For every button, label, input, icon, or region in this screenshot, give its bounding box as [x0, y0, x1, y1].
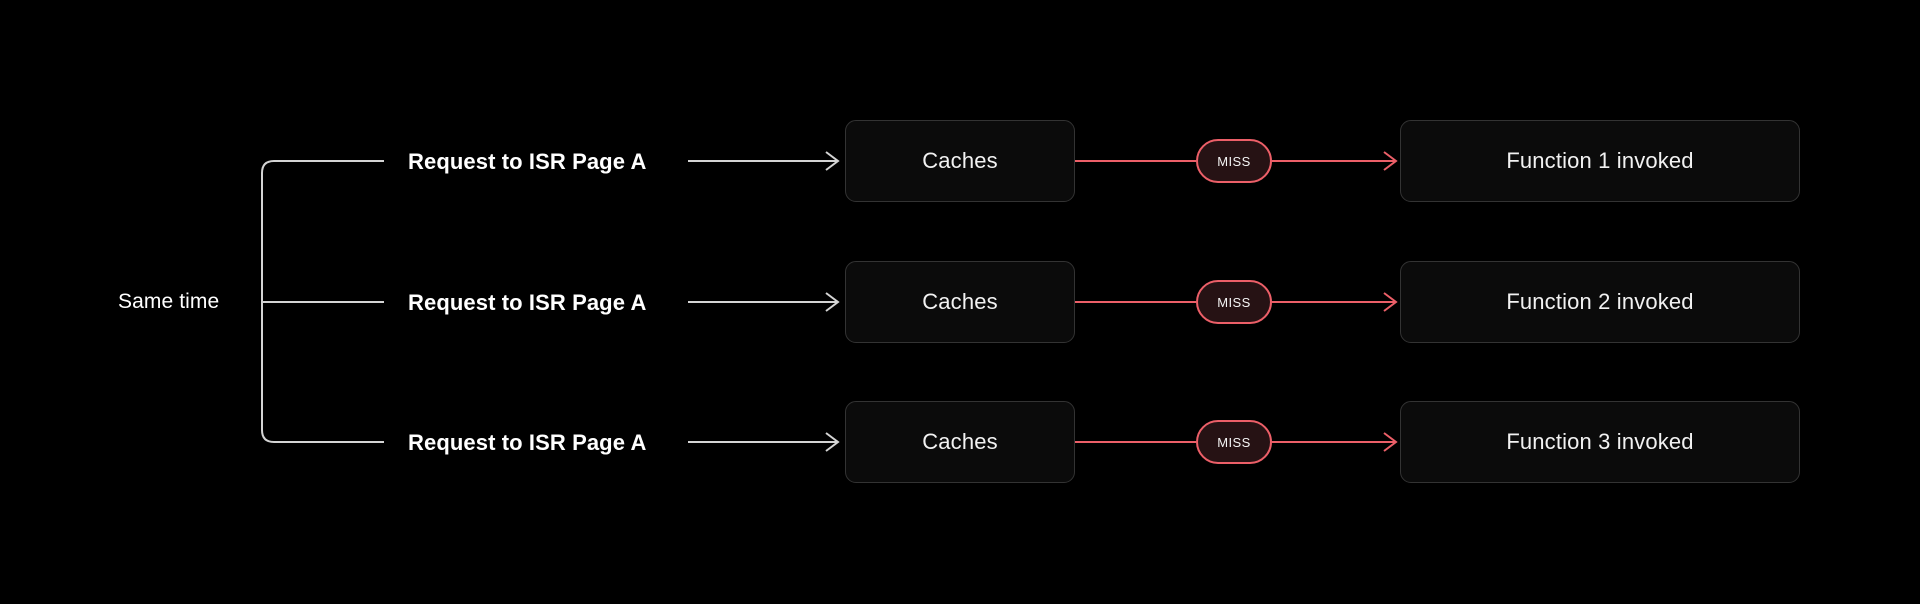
cache-box-label-3: Caches: [922, 429, 998, 454]
function-box-label-3: Function 3 invoked: [1506, 429, 1694, 454]
function-box-2[interactable]: Function 2 invoked: [1400, 261, 1800, 343]
cache-box-label-1: Caches: [922, 148, 998, 173]
function-box-1[interactable]: Function 1 invoked: [1400, 120, 1800, 202]
cache-box-label-2: Caches: [922, 289, 998, 314]
arrowhead-miss-to-function-2: [1383, 292, 1398, 312]
function-box-3[interactable]: Function 3 invoked: [1400, 401, 1800, 483]
request-label-2: Request to ISR Page A: [408, 290, 647, 315]
miss-badge-2[interactable]: MISS: [1196, 280, 1272, 324]
cache-box-2[interactable]: Caches: [845, 261, 1075, 343]
arrowhead-miss-to-function-3: [1383, 432, 1398, 452]
request-label-1: Request to ISR Page A: [408, 149, 647, 174]
arrowhead-request-to-cache-3: [825, 432, 840, 452]
arrowhead-miss-to-function-1: [1383, 151, 1398, 171]
miss-badge-label-2: MISS: [1217, 294, 1251, 310]
request-label-3: Request to ISR Page A: [408, 430, 647, 455]
miss-badge-label-3: MISS: [1217, 434, 1251, 450]
miss-badge-label-1: MISS: [1217, 153, 1251, 169]
miss-badge-1[interactable]: MISS: [1196, 139, 1272, 183]
same-time-caption: Same time: [118, 290, 220, 313]
function-box-label-1: Function 1 invoked: [1506, 148, 1694, 173]
cache-box-1[interactable]: Caches: [845, 120, 1075, 202]
arrowhead-request-to-cache-1: [825, 151, 840, 171]
function-box-label-2: Function 2 invoked: [1506, 289, 1694, 314]
cache-box-3[interactable]: Caches: [845, 401, 1075, 483]
arrowhead-request-to-cache-2: [825, 292, 840, 312]
miss-badge-3[interactable]: MISS: [1196, 420, 1272, 464]
